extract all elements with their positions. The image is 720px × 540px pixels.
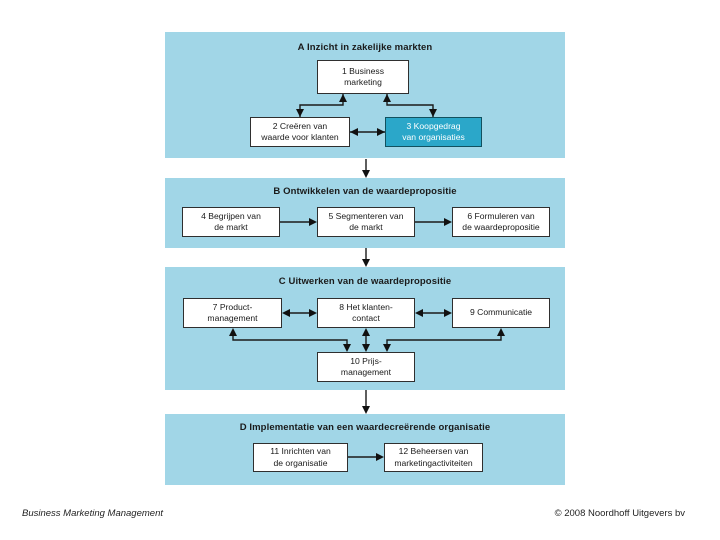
- box-8-klantencontact: 8 Het klanten- contact: [317, 298, 415, 328]
- box-3-koopgedrag-highlighted: 3 Koopgedrag van organisaties: [385, 117, 482, 147]
- section-a-panel: A Inzicht in zakelijke markten: [165, 32, 565, 158]
- section-b-title: B Ontwikkelen van de waardepropositie: [273, 186, 457, 197]
- arrow-section-b-to-c: [362, 248, 370, 267]
- arrow-section-c-to-d: [362, 390, 370, 414]
- box-2-creeren-van-waarde: 2 Creëren van waarde voor klanten: [250, 117, 350, 147]
- box-7-productmanagement: 7 Product- management: [183, 298, 282, 328]
- box-5-segmenteren-markt: 5 Segmenteren van de markt: [317, 207, 415, 237]
- box-10-prijsmanagement: 10 Prijs- management: [317, 352, 415, 382]
- box-4-begrijpen-markt: 4 Begrijpen van de markt: [182, 207, 280, 237]
- section-d-panel: D Implementatie van een waardecreërende …: [165, 414, 565, 485]
- box-6-formuleren-waardepropositie: 6 Formuleren van de waardepropositie: [452, 207, 550, 237]
- footer-course-title: Business Marketing Management: [22, 508, 163, 519]
- section-c-title: C Uitwerken van de waardepropositie: [278, 276, 452, 287]
- box-12-beheersen-marketingactiviteiten: 12 Beheersen van marketingactiviteiten: [384, 443, 483, 472]
- footer-copyright: © 2008 Noordhoff Uitgevers bv: [554, 508, 685, 519]
- box-11-inrichten-organisatie: 11 Inrichten van de organisatie: [253, 443, 348, 472]
- section-d-title: D Implementatie van een waardecreërende …: [239, 422, 491, 433]
- box-1-business-marketing: 1 Business marketing: [317, 60, 409, 94]
- box-9-communicatie: 9 Communicatie: [452, 298, 550, 328]
- section-a-title: A Inzicht in zakelijke markten: [297, 42, 433, 53]
- arrow-section-a-to-b: [362, 159, 370, 178]
